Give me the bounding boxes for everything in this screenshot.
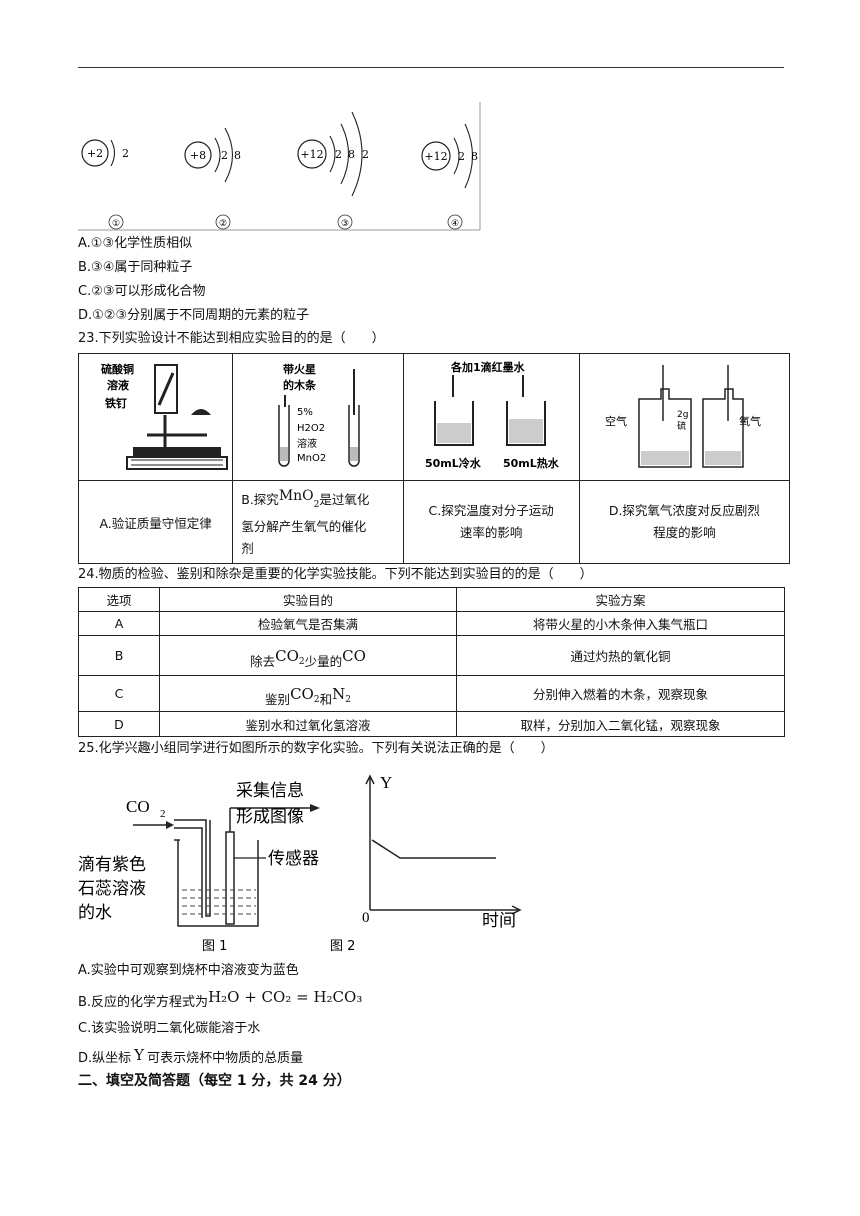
q24-row-a-goal: 检验氧气是否集满 xyxy=(159,611,457,636)
atom-2-shell-1: 2 xyxy=(221,149,228,162)
q23-figure-d: 空气 2g 硫 氧气 xyxy=(578,353,791,481)
figB-label-4: H2O2 xyxy=(297,423,325,434)
atom-3-shell-3: 2 xyxy=(362,148,369,161)
fig1-water-label-1: 滴有紫色 xyxy=(78,855,146,875)
atom-3: +12 2 8 2 ③ xyxy=(297,111,369,230)
q24-row-b-goal: 除去CO2少量的CO xyxy=(159,635,457,676)
fig1-water-label-3: 的水 xyxy=(78,903,112,923)
atom-4: +12 2 8 ④ xyxy=(421,123,478,230)
atom-4-label: ④ xyxy=(451,219,459,229)
atom-4-nucleus: +12 xyxy=(424,150,447,163)
atom-3-label: ③ xyxy=(341,219,349,229)
figD-label-mid-2: 硫 xyxy=(677,420,686,432)
figC-label-left: 50mL冷水 xyxy=(425,456,482,470)
figA-label-3: 铁钉 xyxy=(105,396,127,410)
table-row: D 鉴别水和过氧化氢溶液 取样，分别加入二氧化锰，观察现象 xyxy=(78,711,785,737)
q24-row-d-option: D xyxy=(78,711,160,737)
q24-row-a-option: A xyxy=(78,611,160,636)
fig2-curve xyxy=(371,839,496,859)
figB-label-3: 5% xyxy=(297,407,313,418)
q22-option-c: C.②③可以形成化合物 xyxy=(78,284,206,299)
q24-row-b-plan: 通过灼热的氧化铜 xyxy=(456,635,785,676)
q24-row-c-plan: 分别伸入燃着的木条，观察现象 xyxy=(456,675,785,712)
q24-row-a-plan: 将带火星的小木条伸入集气瓶口 xyxy=(456,611,785,636)
q25-option-a: A.实验中可观察到烧杯中溶液变为蓝色 xyxy=(78,963,299,978)
q25-option-c: C.该实验说明二氧化碳能溶于水 xyxy=(78,1021,261,1036)
fig1-collect-label-1: 采集信息 xyxy=(236,781,304,801)
figD-label-mid-1: 2g xyxy=(677,410,688,420)
q25-figures: CO 2 采集信息 形成图像 传感器 滴有紫色 石蕊溶液 的水 图 1 Y 0 … xyxy=(78,773,522,954)
figD-label-right: 氧气 xyxy=(739,414,761,428)
q24-row-d-plan: 取样，分别加入二氧化锰，观察现象 xyxy=(456,711,785,737)
table-row: C 鉴别CO2和N2 分别伸入燃着的木条，观察现象 xyxy=(78,675,785,712)
atom-2-shell-2: 8 xyxy=(234,149,241,162)
q23-figure-c: 各加1滴红墨水 50mL冷水 50mL热水 xyxy=(402,353,580,481)
atom-structure-figure: +2 2 ① +8 2 8 ② +12 2 8 2 ③ +12 2 8 ④ xyxy=(78,102,481,231)
atom-4-shell-1: 2 xyxy=(458,150,465,163)
figA-label-1: 硫酸铜 xyxy=(101,362,134,376)
figC-label-right: 50mL热水 xyxy=(503,456,560,470)
atom-2-nucleus: +8 xyxy=(190,149,206,162)
q23-figure-a: 硫酸铜 溶液 铁钉 xyxy=(77,353,234,481)
atom-1: +2 2 ① xyxy=(81,139,129,230)
fig2-x-label: 时间 xyxy=(482,911,516,931)
atom-3-nucleus: +12 xyxy=(300,148,323,161)
figB-label-5: 溶液 xyxy=(297,437,317,450)
q23-table: 硫酸铜 溶液 铁钉 带火星 的木条 5% H2O2 溶液 MnO2 xyxy=(77,353,791,564)
atom-4-shell-2: 8 xyxy=(471,150,478,163)
fig2-origin-label: 0 xyxy=(362,910,370,926)
section-2-heading: 二、填空及简答题（每空 1 分，共 24 分） xyxy=(78,1073,351,1089)
atom-1-nucleus: +2 xyxy=(87,147,103,160)
atom-3-shell-2: 8 xyxy=(348,148,355,161)
q23-answer-c: C.探究温度对分子运动速率的影响 xyxy=(402,480,580,564)
table-row: B 除去CO2少量的CO 通过灼热的氧化铜 xyxy=(78,635,785,676)
q25-option-b: B.反应的化学方程式为H₂O + CO₂ = H₂CO₃ xyxy=(78,988,363,1010)
atom-1-label: ① xyxy=(112,219,120,229)
q24-stem: 24.物质的检验、鉴别和除杂是重要的化学实验技能。下列不能达到实验目的的是（ ） xyxy=(78,567,593,582)
q24-table: 选项 实验目的 实验方案 A 检验氧气是否集满 将带火星的小木条伸入集气瓶口 B… xyxy=(78,587,785,737)
fig1-caption: 图 1 xyxy=(202,939,227,954)
atom-3-shell-1: 2 xyxy=(335,148,342,161)
figC-label-top: 各加1滴红墨水 xyxy=(450,360,526,374)
figB-label-2: 的木条 xyxy=(283,378,317,392)
figB-label-6: MnO2 xyxy=(297,453,326,464)
fig1-collect-label-2: 形成图像 xyxy=(236,807,304,827)
q22-option-b: B.③④属于同种粒子 xyxy=(78,260,193,275)
q25-figure-1: CO 2 采集信息 形成图像 传感器 滴有紫色 石蕊溶液 的水 图 1 xyxy=(78,781,320,954)
q22-option-d: D.①②③分别属于不同周期的元素的粒子 xyxy=(78,308,310,323)
fig2-caption: 图 2 xyxy=(330,939,355,954)
table-row: A 检验氧气是否集满 将带火星的小木条伸入集气瓶口 xyxy=(78,611,785,636)
q23-answer-b: B.探究MnO2是过氧化 氢分解产生氧气的催化 剂 xyxy=(232,480,404,564)
q24-row-c-option: C xyxy=(78,675,160,712)
q25-figure-2: Y 0 时间 图 2 xyxy=(330,773,522,954)
q23-stem: 23.下列实验设计不能达到相应实验目的的是（ ） xyxy=(78,331,385,346)
figA-label-2: 溶液 xyxy=(107,378,130,392)
fig1-co2-sub: 2 xyxy=(160,808,166,820)
fig2-y-label: Y xyxy=(380,773,392,792)
q25-stem: 25.化学兴趣小组同学进行如图所示的数字化实验。下列有关说法正确的是（ ） xyxy=(78,741,554,756)
q24-row-b-option: B xyxy=(78,635,160,676)
atom-2: +8 2 8 ② xyxy=(184,127,241,230)
fig1-sensor-label: 传感器 xyxy=(268,849,319,869)
q24-row-d-goal: 鉴别水和过氧化氢溶液 xyxy=(159,711,457,737)
figB-label-1: 带火星 xyxy=(283,362,316,376)
atom-2-label: ② xyxy=(219,219,227,229)
q23-answer-d: D.探究氧气浓度对反应剧烈程度的影响 xyxy=(578,480,791,564)
atom-1-shell-1: 2 xyxy=(122,147,129,160)
q24-header-option: 选项 xyxy=(78,587,160,612)
q24-row-c-goal: 鉴别CO2和N2 xyxy=(159,675,457,712)
q24-header-plan: 实验方案 xyxy=(456,587,785,612)
fig1-water-label-2: 石蕊溶液 xyxy=(78,879,146,899)
header-rule xyxy=(78,67,784,68)
q22-option-a: A.①③化学性质相似 xyxy=(78,236,193,251)
figD-label-left: 空气 xyxy=(605,414,627,428)
q23-figure-b: 带火星 的木条 5% H2O2 溶液 MnO2 xyxy=(232,353,404,481)
q23-answer-a: A.验证质量守恒定律 xyxy=(77,480,234,564)
fig1-co2-label: CO xyxy=(126,797,150,816)
q24-header-goal: 实验目的 xyxy=(159,587,457,612)
